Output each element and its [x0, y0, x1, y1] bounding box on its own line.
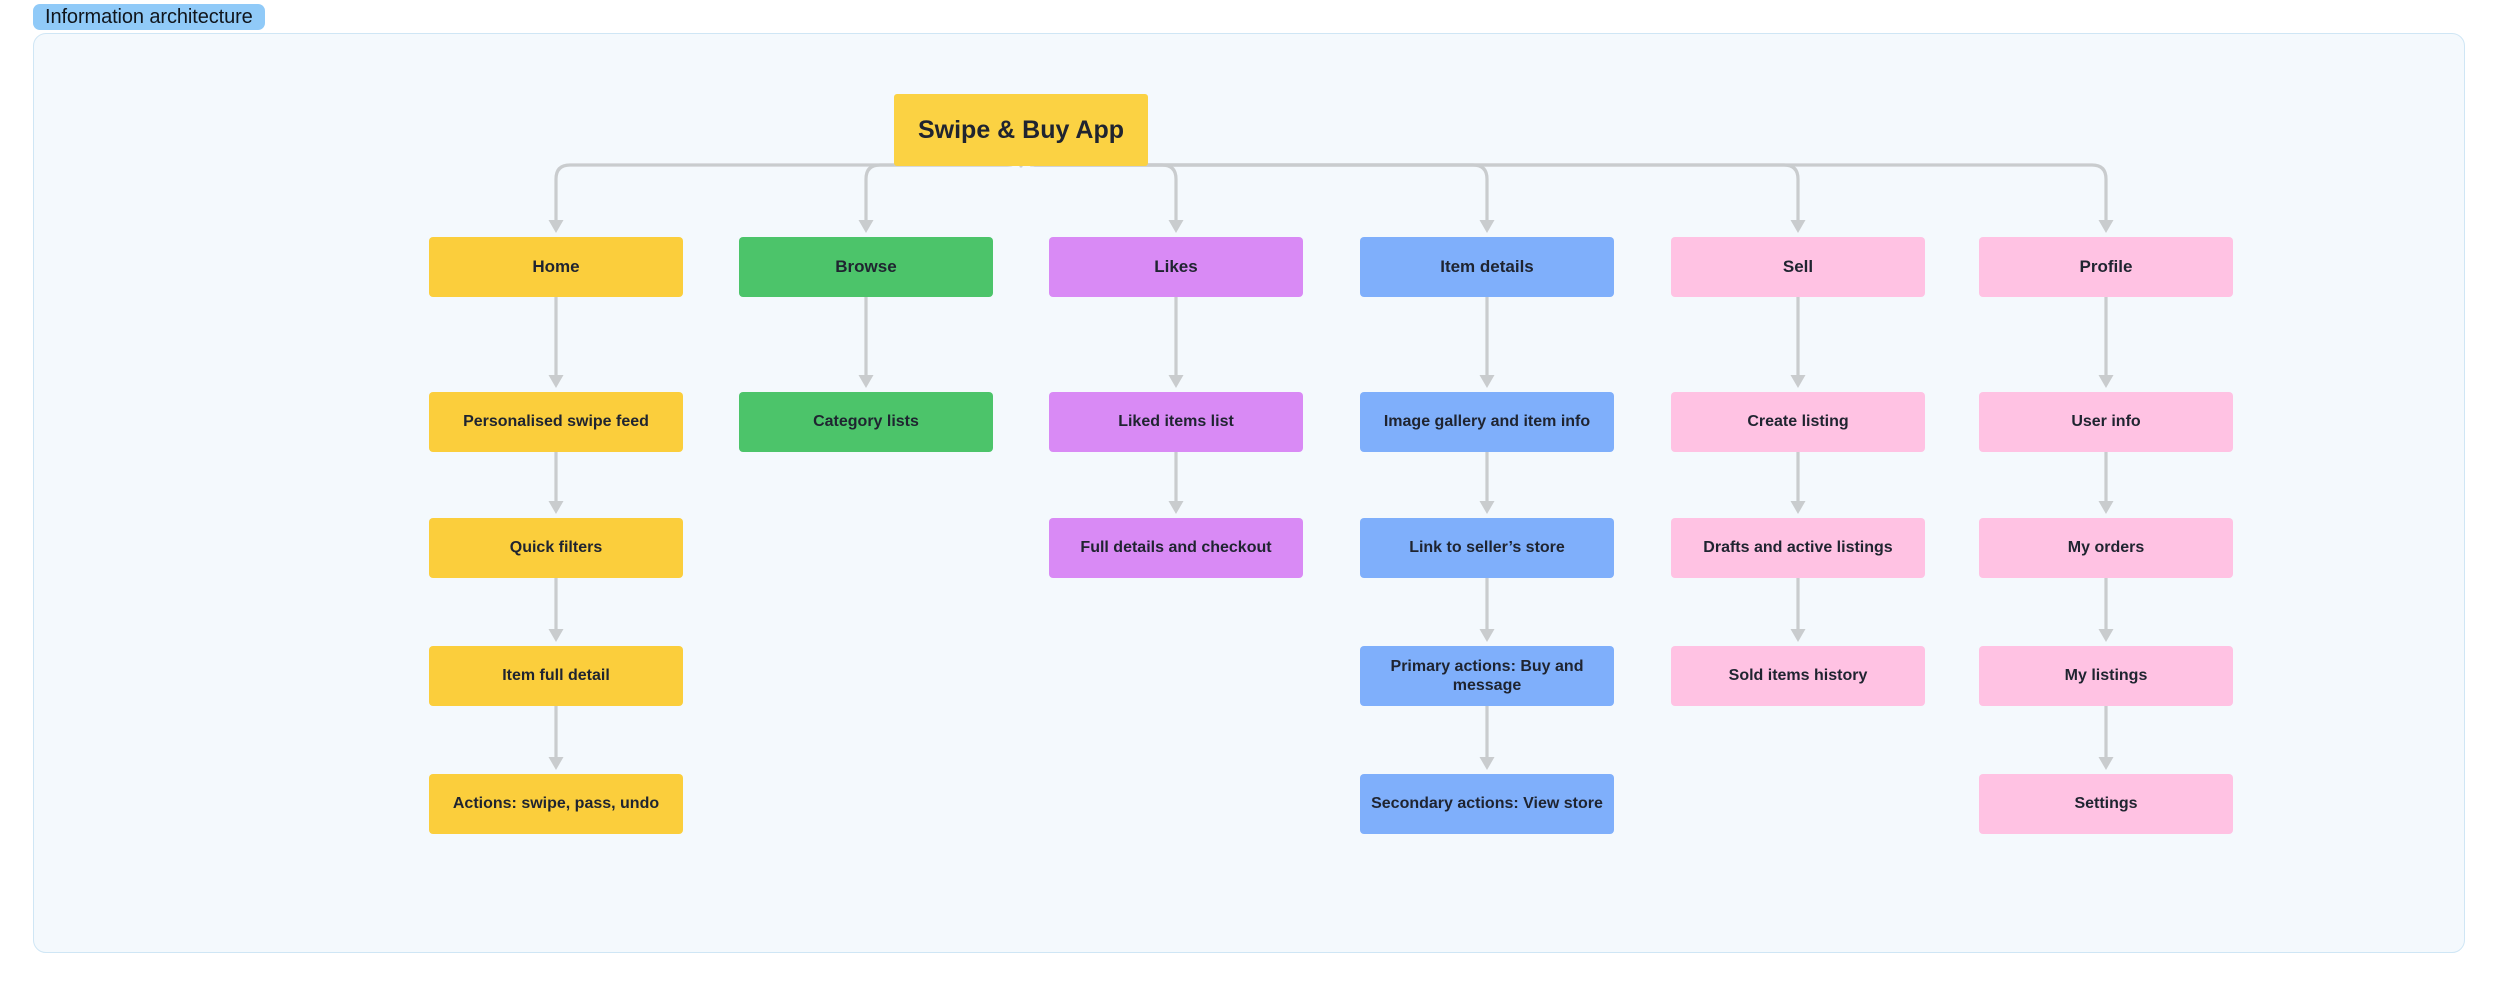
- node-my-listings[interactable]: My listings: [1979, 646, 2233, 706]
- node-sold-items-history[interactable]: Sold items history: [1671, 646, 1925, 706]
- node-item-full-detail[interactable]: Item full detail: [429, 646, 683, 706]
- node-category-lists[interactable]: Category lists: [739, 392, 993, 452]
- node-personalised-swipe-feed[interactable]: Personalised swipe feed: [429, 392, 683, 452]
- node-label: My orders: [2067, 539, 2145, 557]
- connector-arrowhead: [1168, 220, 1184, 233]
- node-label: Sell: [1782, 256, 1814, 276]
- node-label: Create listing: [1747, 413, 1849, 431]
- node-label: Item full detail: [502, 667, 610, 685]
- node-label: Personalised swipe feed: [463, 413, 649, 431]
- connector-arrowhead: [858, 220, 874, 233]
- node-root[interactable]: Swipe & Buy App: [894, 94, 1148, 166]
- connector-arrowhead: [1790, 629, 1806, 642]
- connector-arrowhead: [1790, 375, 1806, 388]
- connector-arrowhead: [548, 220, 564, 233]
- node-label: Quick filters: [509, 539, 603, 557]
- connector-arrowhead: [548, 501, 564, 514]
- node-label: Browse: [835, 256, 897, 276]
- node-user-info[interactable]: User info: [1979, 392, 2233, 452]
- connector-arrowhead: [1479, 375, 1495, 388]
- connector-arrowhead: [2098, 629, 2114, 642]
- node-profile[interactable]: Profile: [1979, 237, 2233, 297]
- connector-arrowhead: [858, 375, 874, 388]
- node-label: Image gallery and item info: [1383, 413, 1591, 431]
- node-settings[interactable]: Settings: [1979, 774, 2233, 834]
- connector-arrowhead: [1168, 375, 1184, 388]
- node-create-listing[interactable]: Create listing: [1671, 392, 1925, 452]
- connector-arrowhead: [2098, 757, 2114, 770]
- node-label: Drafts and active listings: [1703, 539, 1893, 557]
- connector-arrowhead: [1790, 501, 1806, 514]
- node-label: Link to seller’s store: [1409, 539, 1565, 557]
- node-likes[interactable]: Likes: [1049, 237, 1303, 297]
- node-label: Category lists: [813, 413, 919, 431]
- connector-line: [1019, 149, 2108, 222]
- diagram-title-label: Information architecture: [45, 5, 253, 28]
- node-my-orders[interactable]: My orders: [1979, 518, 2233, 578]
- node-label: Swipe & Buy App: [917, 116, 1125, 144]
- connector-arrowhead: [2098, 375, 2114, 388]
- node-full-details-and-checkout[interactable]: Full details and checkout: [1049, 518, 1303, 578]
- node-item-details[interactable]: Item details: [1360, 237, 1614, 297]
- connector-arrowhead: [1168, 501, 1184, 514]
- node-label: Home: [532, 256, 580, 276]
- node-label: Profile: [2079, 256, 2133, 276]
- node-label: Item details: [1440, 256, 1534, 276]
- node-label: Primary actions: Buy and message: [1390, 657, 1584, 694]
- connector-arrowhead: [1479, 629, 1495, 642]
- node-sell[interactable]: Sell: [1671, 237, 1925, 297]
- node-label: Settings: [2074, 795, 2138, 813]
- connector-arrowhead: [1479, 220, 1495, 233]
- connector-arrowhead: [548, 629, 564, 642]
- node-actions-swipe-pass-undo[interactable]: Actions: swipe, pass, undo: [429, 774, 683, 834]
- node-quick-filters[interactable]: Quick filters: [429, 518, 683, 578]
- connector-arrowhead: [548, 757, 564, 770]
- node-browse[interactable]: Browse: [739, 237, 993, 297]
- node-label: Likes: [1154, 256, 1198, 276]
- connector-arrowhead: [548, 375, 564, 388]
- node-label: Secondary actions: View store: [1371, 795, 1603, 813]
- node-label: Full details and checkout: [1080, 539, 1272, 557]
- connector-arrowhead: [1790, 220, 1806, 233]
- node-home[interactable]: Home: [429, 237, 683, 297]
- node-label: Liked items list: [1118, 413, 1234, 431]
- node-primary-actions-buy-and-message[interactable]: Primary actions: Buy and message: [1360, 646, 1614, 706]
- diagram-title-badge[interactable]: Information architecture: [33, 4, 265, 30]
- node-label: Sold items history: [1728, 667, 1868, 685]
- node-image-gallery-and-item-info[interactable]: Image gallery and item info: [1360, 392, 1614, 452]
- node-label: My listings: [2064, 667, 2148, 685]
- node-link-to-seller-s-store[interactable]: Link to seller’s store: [1360, 518, 1614, 578]
- node-label: Actions: swipe, pass, undo: [452, 795, 660, 813]
- connector-arrowhead: [2098, 501, 2114, 514]
- node-secondary-actions-view-store[interactable]: Secondary actions: View store: [1360, 774, 1614, 834]
- connector-arrowhead: [2098, 220, 2114, 233]
- node-drafts-and-active-listings[interactable]: Drafts and active listings: [1671, 518, 1925, 578]
- connector-arrowhead: [1479, 501, 1495, 514]
- node-liked-items-list[interactable]: Liked items list: [1049, 392, 1303, 452]
- node-label: User info: [2071, 413, 2141, 431]
- connector-arrowhead: [1479, 757, 1495, 770]
